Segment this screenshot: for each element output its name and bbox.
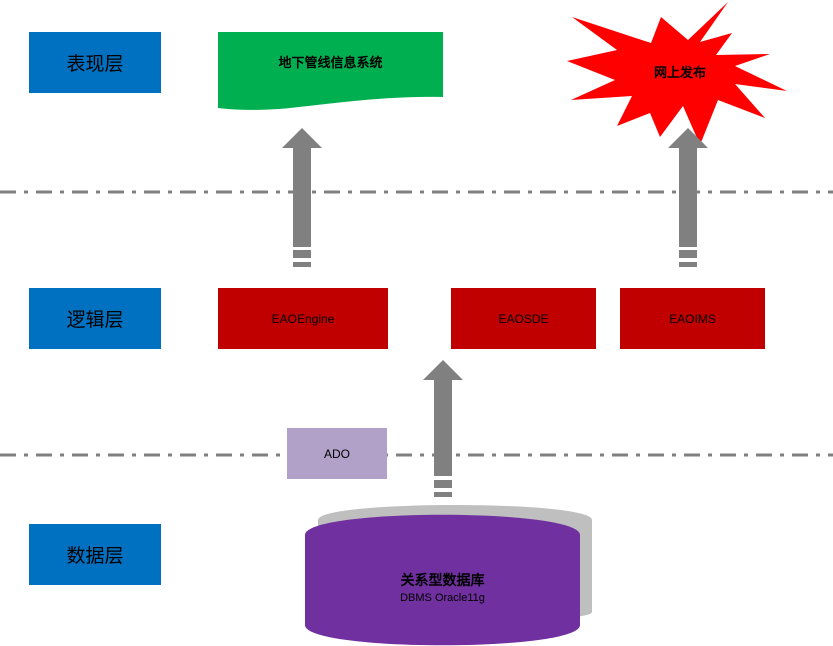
arrow-up-icon xyxy=(423,360,463,497)
ado-label: ADO xyxy=(323,446,350,461)
module-label: EAOIMS xyxy=(669,311,716,326)
layer-label-data: 数据层 xyxy=(29,524,161,585)
publish-burst-label: 网上发布 xyxy=(653,66,706,81)
ado-box: ADO xyxy=(287,428,387,479)
module-eaoengine: EAOEngine xyxy=(218,288,388,349)
layer-label-presentation: 表现层 xyxy=(29,32,161,93)
database-label: 关系型数据库 DBMS Oracle11g xyxy=(305,570,580,604)
database-subtitle: DBMS Oracle11g xyxy=(400,592,485,604)
module-label: EAOSDE xyxy=(498,311,549,326)
system-document-shape xyxy=(218,32,443,110)
arrow-up-icon xyxy=(668,128,708,267)
module-label: EAOEngine xyxy=(271,311,335,326)
system-document-label: 地下管线信息系统 xyxy=(278,56,383,71)
layer-label-logic: 逻辑层 xyxy=(29,288,161,349)
database-title: 关系型数据库 xyxy=(400,573,485,589)
layer-label-text: 数据层 xyxy=(66,545,124,567)
database-cylinder-shape xyxy=(305,514,580,646)
layer-label-text: 逻辑层 xyxy=(66,309,124,331)
layer-label-text: 表现层 xyxy=(66,53,124,75)
publish-burst-shape xyxy=(567,2,787,145)
module-eaosde: EAOSDE xyxy=(451,288,596,349)
arrow-up-icon xyxy=(282,128,322,267)
module-eaoims: EAOIMS xyxy=(620,288,765,349)
